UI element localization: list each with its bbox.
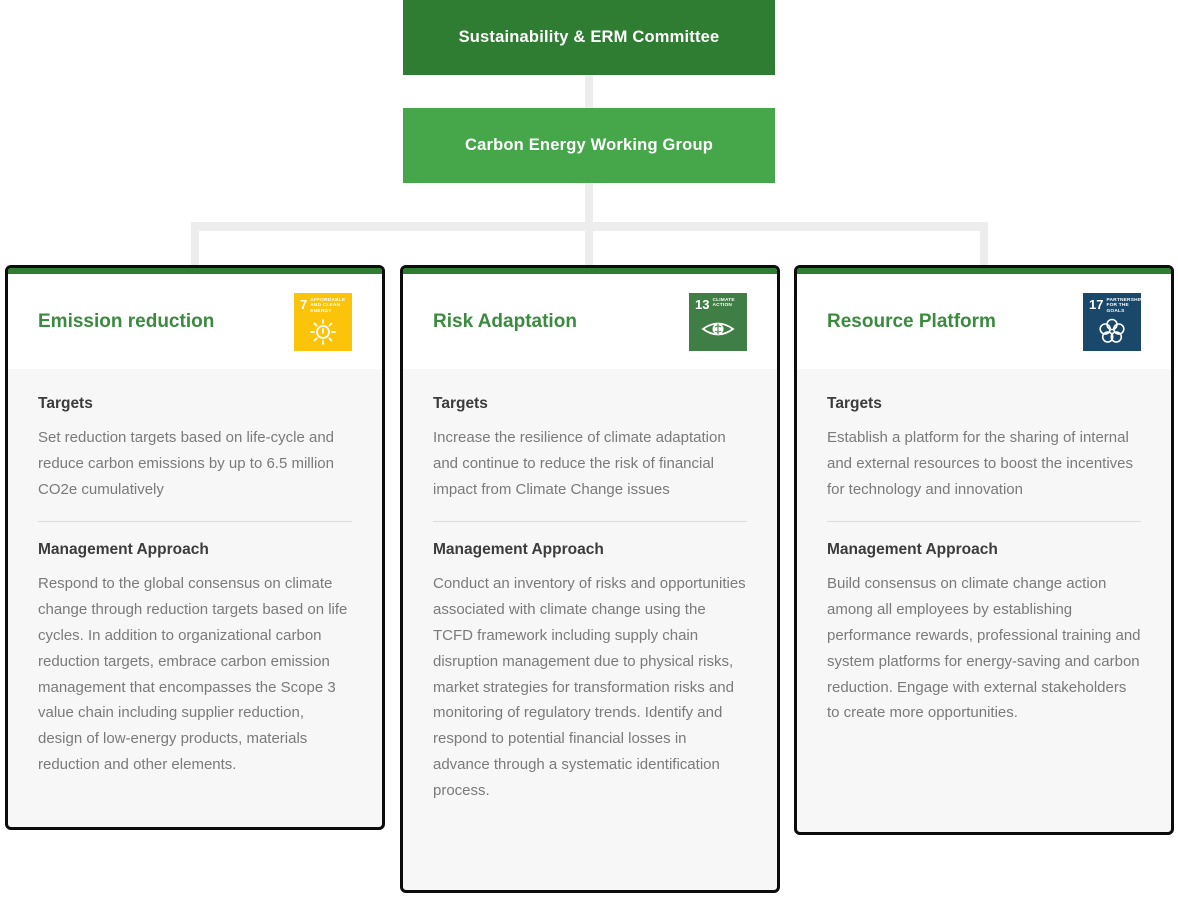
- targets-text: Establish a platform for the sharing of …: [827, 429, 1134, 498]
- card-emission-reduction: Emission reduction 7 Affordable and Clea…: [5, 265, 385, 830]
- sdg-badge-header: 7 Affordable and Clean Energy: [294, 293, 352, 316]
- card-body: Targets Establish a platform for the sha…: [797, 369, 1171, 832]
- sdg-label: Climate Action: [712, 297, 735, 309]
- section-divider: [827, 521, 1141, 523]
- committee-node-label: Sustainability & ERM Committee: [458, 28, 720, 46]
- management-approach-heading: Management Approach: [38, 541, 209, 559]
- sun-icon: [294, 315, 352, 350]
- working-group-node: Carbon Energy Working Group: [403, 108, 775, 183]
- section-divider: [433, 521, 747, 523]
- management-approach-section: Management Approach Respond to the globa…: [38, 541, 352, 777]
- section-divider: [38, 521, 352, 523]
- card-body: Targets Set reduction targets based on l…: [8, 369, 382, 827]
- sdg-label: Affordable and Clean Energy: [310, 297, 346, 315]
- targets-heading: Targets: [433, 395, 488, 412]
- targets-heading: Targets: [38, 395, 93, 412]
- card-title: Emission reduction: [38, 310, 215, 332]
- card-header: Emission reduction 7 Affordable and Clea…: [8, 274, 382, 369]
- sdg-number: 17: [1089, 296, 1104, 312]
- linked-rings-icon: [1083, 315, 1141, 351]
- card-title: Resource Platform: [827, 310, 996, 332]
- card-body: Targets Increase the resilience of clima…: [403, 369, 777, 890]
- targets-section: Targets Establish a platform for the sha…: [827, 395, 1141, 502]
- sdg-17-badge: 17 Partnerships for the Goals: [1083, 292, 1147, 351]
- sdg-13-badge: 13 Climate Action: [689, 292, 747, 351]
- card-risk-adaptation: Risk Adaptation 13 Climate Action Target…: [400, 265, 780, 893]
- management-approach-section: Management Approach Conduct an inventory…: [433, 541, 747, 803]
- targets-section: Targets Increase the resilience of clima…: [433, 395, 747, 502]
- connector-committee-to-group: [585, 75, 593, 108]
- card-header: Risk Adaptation 13 Climate Action: [403, 274, 777, 369]
- sdg-badge-header: 17 Partnerships for the Goals: [1083, 293, 1147, 316]
- targets-text: Increase the resilience of climate adapt…: [433, 429, 726, 498]
- targets-section: Targets Set reduction targets based on l…: [38, 395, 352, 502]
- management-approach-text: Respond to the global consensus on clima…: [38, 575, 348, 773]
- management-approach-text: Build consensus on climate change action…: [827, 575, 1141, 722]
- connector-group-to-branch: [585, 183, 593, 231]
- management-approach-section: Management Approach Build consensus on c…: [827, 541, 1141, 726]
- committee-node: Sustainability & ERM Committee: [403, 0, 775, 75]
- sdg-number: 7: [300, 296, 308, 312]
- eye-globe-icon: [689, 311, 747, 351]
- card-top-strip: [8, 268, 382, 274]
- card-top-strip: [797, 268, 1171, 274]
- working-group-node-label: Carbon Energy Working Group: [464, 136, 714, 154]
- sdg-number: 13: [695, 296, 710, 312]
- sdg-7-badge: 7 Affordable and Clean Energy: [294, 292, 352, 351]
- card-top-strip: [403, 268, 777, 274]
- targets-text: Set reduction targets based on life-cycl…: [38, 429, 335, 498]
- management-approach-heading: Management Approach: [433, 541, 604, 559]
- card-resource-platform: Resource Platform 17 Partnerships for th…: [794, 265, 1174, 835]
- connector-stub-emission: [191, 226, 199, 265]
- connector-stub-risk: [585, 226, 593, 265]
- connector-stub-resource: [980, 226, 988, 265]
- sdg-label: Partnerships for the Goals: [1106, 297, 1147, 315]
- management-approach-text: Conduct an inventory of risks and opport…: [433, 575, 746, 799]
- card-header: Resource Platform 17 Partnerships for th…: [797, 274, 1171, 369]
- sdg-badge-header: 13 Climate Action: [689, 293, 747, 311]
- targets-heading: Targets: [827, 395, 882, 412]
- management-approach-heading: Management Approach: [827, 541, 998, 559]
- card-title: Risk Adaptation: [433, 310, 577, 332]
